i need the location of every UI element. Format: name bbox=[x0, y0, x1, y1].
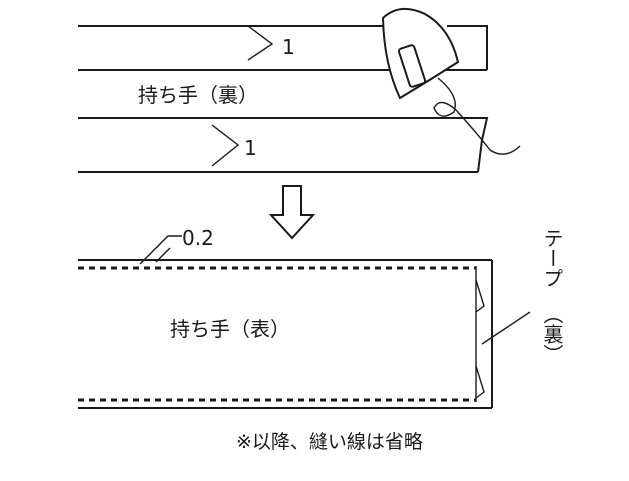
iron-body bbox=[381, 7, 460, 100]
fold-width-label-lower: 1 bbox=[244, 136, 257, 160]
seam-allowance-leader bbox=[139, 235, 182, 265]
top-panel: 1 1 持ち手（裏） bbox=[78, 7, 521, 173]
fold-chevron-upper bbox=[247, 25, 274, 61]
fold-chevron-lower bbox=[211, 124, 240, 167]
tape-label-line1: テープ bbox=[540, 228, 564, 288]
handle-front-label: 持ち手（表） bbox=[170, 317, 290, 341]
tape-label-line2: （裏） bbox=[540, 304, 564, 364]
seam-allowance-label: 0.2 bbox=[182, 226, 214, 250]
tape-leader bbox=[481, 311, 531, 345]
seam-allowance-tick bbox=[155, 247, 171, 263]
down-arrow-icon bbox=[268, 185, 316, 240]
iron-cord bbox=[433, 77, 521, 155]
right-fold-lower bbox=[477, 117, 489, 173]
note-text: ※以降、縫い線は省略 bbox=[236, 431, 423, 453]
fold-width-label-upper: 1 bbox=[282, 35, 295, 59]
tape-notch-lower bbox=[475, 365, 485, 399]
bottom-panel: 0.2 持ち手（表） テープ （裏） bbox=[78, 226, 564, 409]
handle-reverse-label: 持ち手（裏） bbox=[138, 83, 258, 107]
iron-icon bbox=[381, 7, 521, 155]
right-fold-upper bbox=[447, 25, 488, 70]
iron-handle-slot bbox=[397, 44, 427, 88]
tape-notch-upper bbox=[475, 279, 485, 313]
